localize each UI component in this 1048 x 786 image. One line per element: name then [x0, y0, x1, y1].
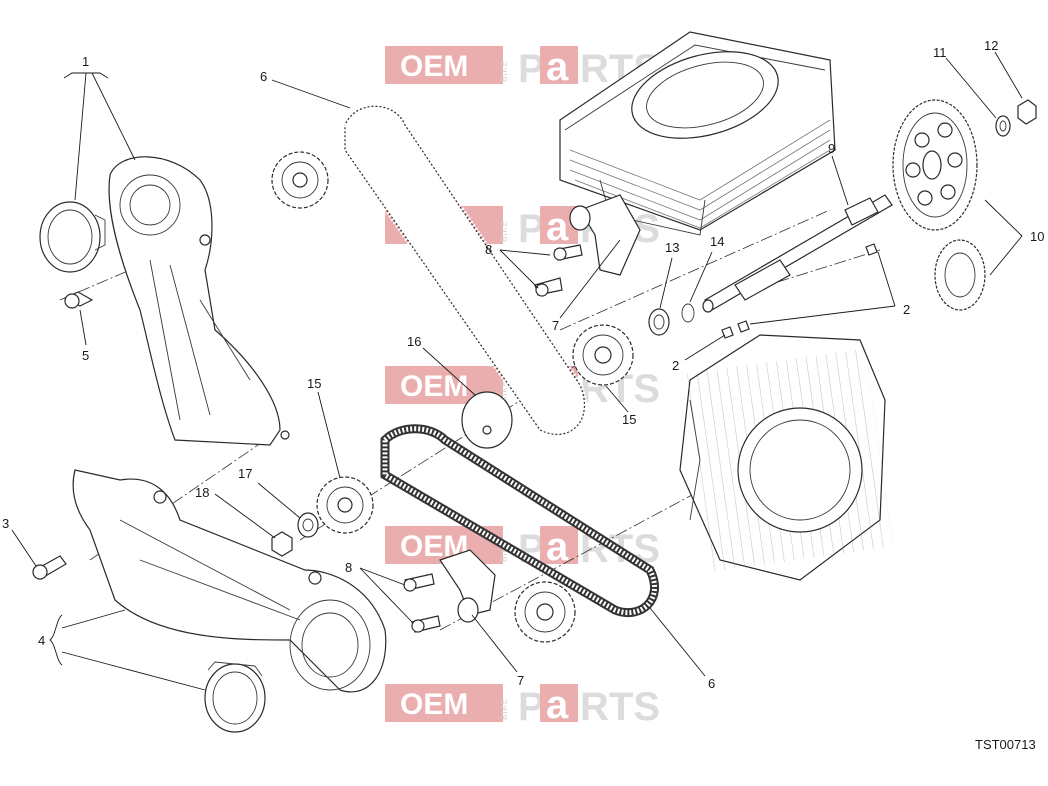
callout-8-lower: 8	[345, 560, 352, 575]
callout-12: 12	[984, 38, 998, 53]
svg-text:OEM: OEM	[400, 370, 468, 403]
callout-11: 11	[933, 45, 947, 60]
bolt-5	[63, 291, 94, 309]
lower-timing-cover	[72, 469, 387, 693]
pulley-15-upper	[572, 324, 634, 386]
svg-text:OEM: OEM	[400, 50, 468, 83]
gear-10-large	[892, 99, 978, 231]
callout-7-lower: 7	[517, 673, 524, 688]
rear-cylinder	[559, 31, 836, 236]
front-cylinder	[679, 334, 894, 581]
callout-4: 4	[38, 633, 45, 648]
upper-timing-belt	[342, 103, 587, 437]
upper-cover-cap	[39, 201, 106, 273]
callout-1: 1	[82, 54, 89, 69]
svg-text:a: a	[546, 683, 569, 727]
lower-timing-belt	[380, 424, 659, 618]
pulley-15-lower	[316, 476, 374, 534]
callout-14: 14	[710, 234, 724, 249]
upper-timing-cover	[108, 156, 290, 446]
circlip-14	[681, 303, 695, 323]
svg-text:a: a	[546, 45, 569, 89]
svg-text:BIKE: BIKE	[500, 698, 509, 720]
washer-17	[297, 512, 319, 538]
callout-8-upper: 8	[485, 242, 492, 257]
camshaft-pulley-lower	[514, 581, 576, 643]
svg-text:RTS: RTS	[580, 685, 660, 729]
svg-text:BIKE: BIKE	[500, 540, 509, 562]
callout-15-right: 15	[622, 412, 636, 427]
callout-18: 18	[195, 485, 209, 500]
svg-text:BIKE: BIKE	[500, 220, 509, 242]
svg-text:a: a	[546, 525, 569, 569]
ring-13	[648, 308, 670, 336]
nut-18	[271, 531, 293, 557]
callout-7-upper: 7	[552, 318, 559, 333]
shaft-9	[702, 194, 893, 313]
callout-6-top: 6	[260, 69, 267, 84]
callout-numbers: 1 2 2 3 4 5 6 6 7 7 8 8 9 10 11 12 13 14…	[2, 38, 1044, 691]
callout-10: 10	[1030, 229, 1044, 244]
screws-8-lower	[403, 573, 441, 633]
svg-text:BIKE: BIKE	[500, 60, 509, 82]
callout-17: 17	[238, 466, 252, 481]
lower-cover-cap	[204, 661, 266, 733]
leader-lines	[11, 51, 1023, 691]
svg-text:BIKE: BIKE	[500, 380, 509, 402]
bolt-3	[32, 555, 67, 580]
callout-16: 16	[407, 334, 421, 349]
drawing-code: TST00713	[975, 737, 1036, 752]
screws-8-upper	[534, 244, 583, 297]
svg-text:OEM: OEM	[400, 688, 468, 721]
callout-9: 9	[828, 141, 835, 156]
tensioner-upper	[569, 194, 641, 276]
svg-text:a: a	[546, 205, 569, 249]
callout-15-upper-left: 15	[307, 376, 321, 391]
washer-16	[461, 391, 513, 449]
watermark-bottom: OEM BIKE P a RTS	[385, 683, 660, 729]
callout-3: 3	[2, 516, 9, 531]
washer-11	[995, 115, 1011, 137]
callout-2-left: 2	[672, 358, 679, 373]
callout-5: 5	[82, 348, 89, 363]
callout-2-right: 2	[903, 302, 910, 317]
callout-13: 13	[665, 240, 679, 255]
nut-12	[1017, 99, 1037, 125]
callout-6-bottom: 6	[708, 676, 715, 691]
camshaft-pulley-upper-left	[271, 151, 329, 209]
gear-10-small	[934, 239, 986, 311]
